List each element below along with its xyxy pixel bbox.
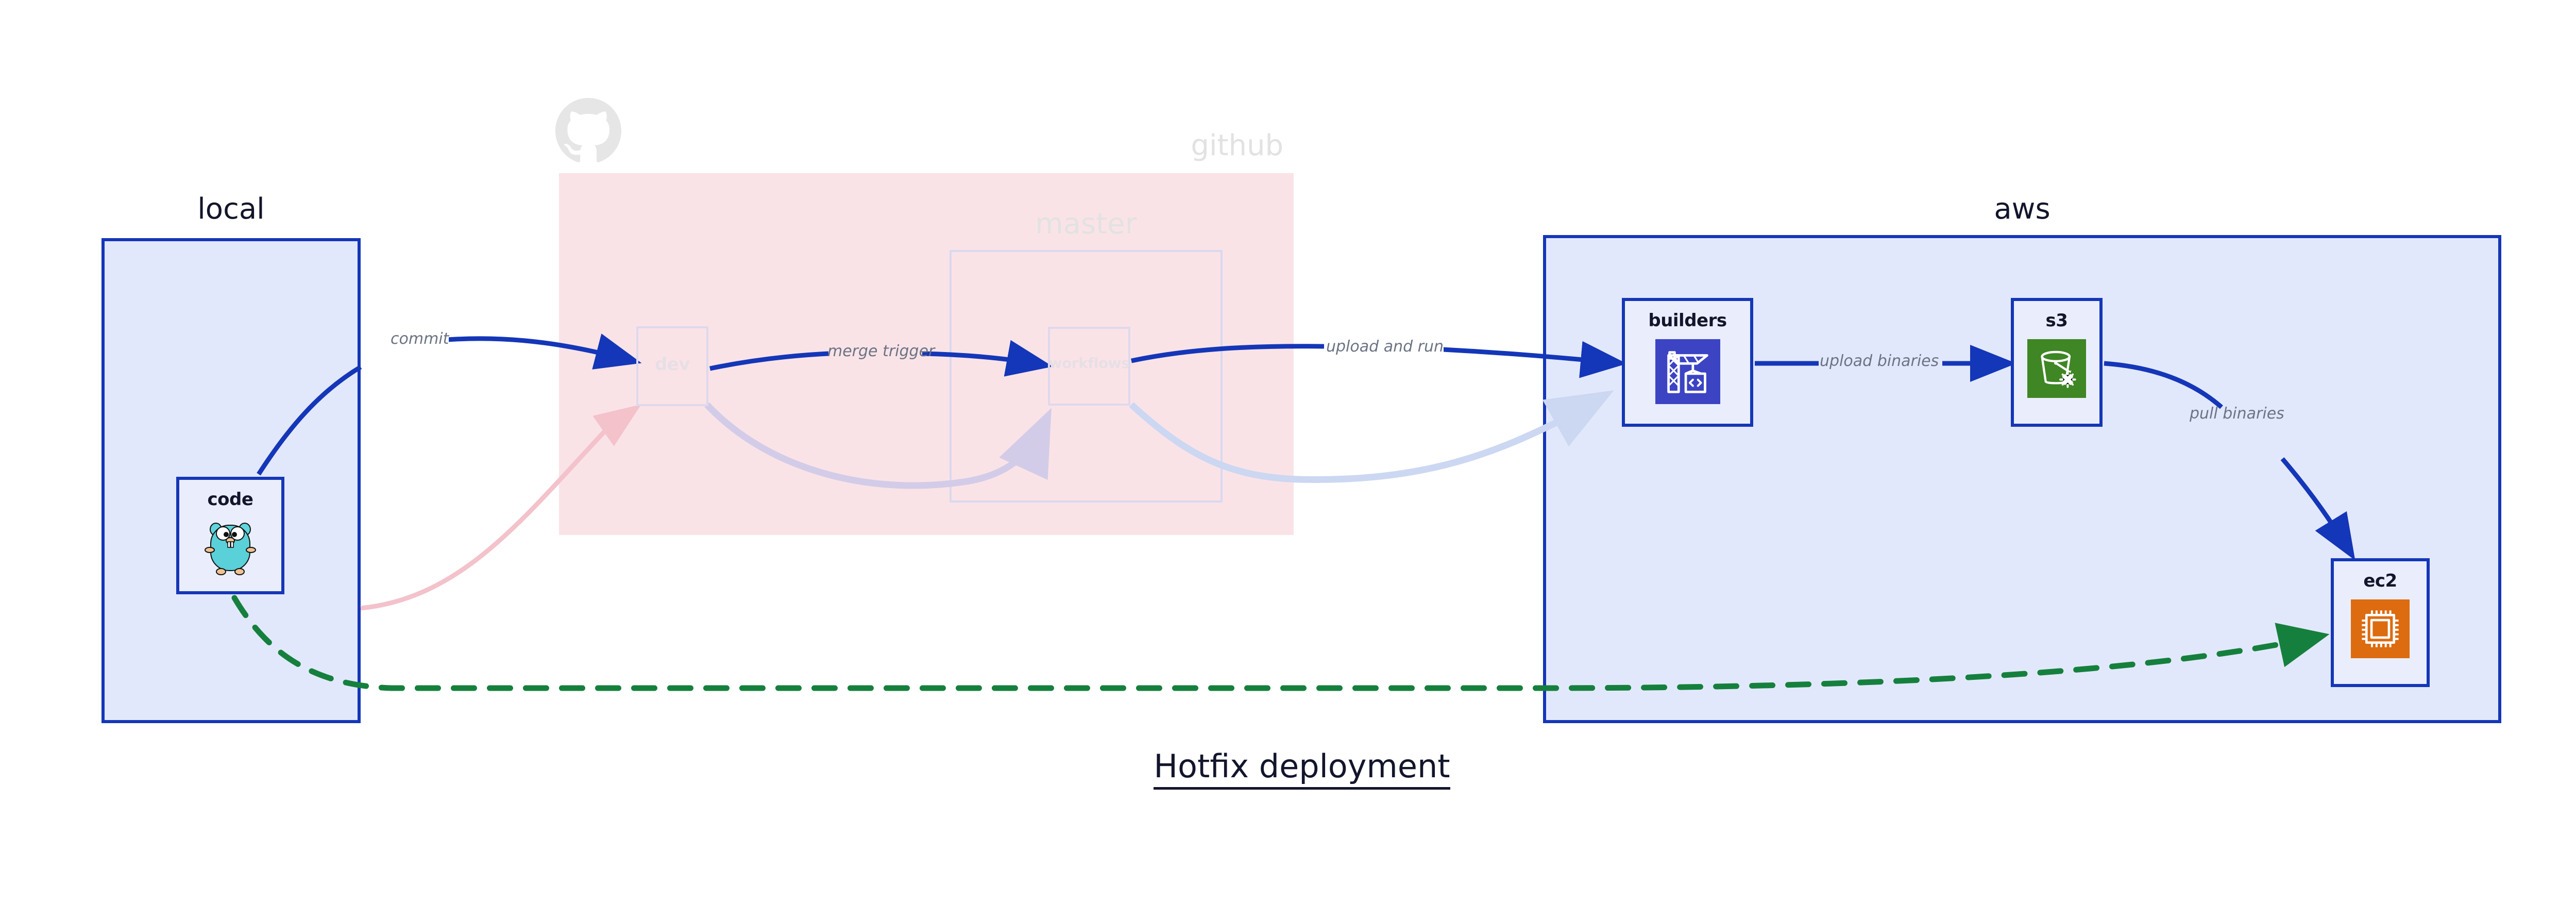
edge-label-commit: commit <box>391 330 449 348</box>
aws-codebuild-icon <box>1655 339 1720 404</box>
node-dev-label: dev <box>654 354 690 375</box>
node-workflows-label: workflows <box>1048 355 1130 372</box>
aws-s3-glacier-icon <box>2027 339 2086 398</box>
node-ec2-label: ec2 <box>2363 571 2397 591</box>
node-s3-label: s3 <box>2045 310 2068 331</box>
edge-label-upload-binaries: upload binaries <box>1820 352 1939 370</box>
node-builders[interactable]: builders <box>1622 298 1753 427</box>
node-workflows[interactable]: workflows <box>1048 327 1130 406</box>
zone-local-label: local <box>197 192 265 226</box>
github-mark-icon <box>555 98 621 162</box>
node-code[interactable]: code <box>176 477 284 594</box>
node-code-label: code <box>207 489 253 510</box>
aws-ec2-icon <box>2351 599 2410 658</box>
node-builders-label: builders <box>1648 310 1727 331</box>
go-gopher-icon <box>204 518 257 580</box>
node-dev[interactable]: dev <box>636 326 708 406</box>
page-title: Hotfix deployment <box>0 747 2576 790</box>
node-s3[interactable]: s3 <box>2011 298 2103 427</box>
zone-github-label: github <box>1191 129 1283 162</box>
node-ec2[interactable]: ec2 <box>2331 558 2430 687</box>
zone-master-label: master <box>1035 207 1137 241</box>
edge-label-pull-binaries: pull binaries <box>2190 405 2284 423</box>
zone-aws-label: aws <box>1994 192 2050 226</box>
edge-label-merge-trigger: merge trigger <box>827 342 935 360</box>
zone-master <box>950 250 1223 503</box>
edge-label-upload-and-run: upload and run <box>1326 338 1444 356</box>
page-title-text: Hotfix deployment <box>1154 747 1450 790</box>
